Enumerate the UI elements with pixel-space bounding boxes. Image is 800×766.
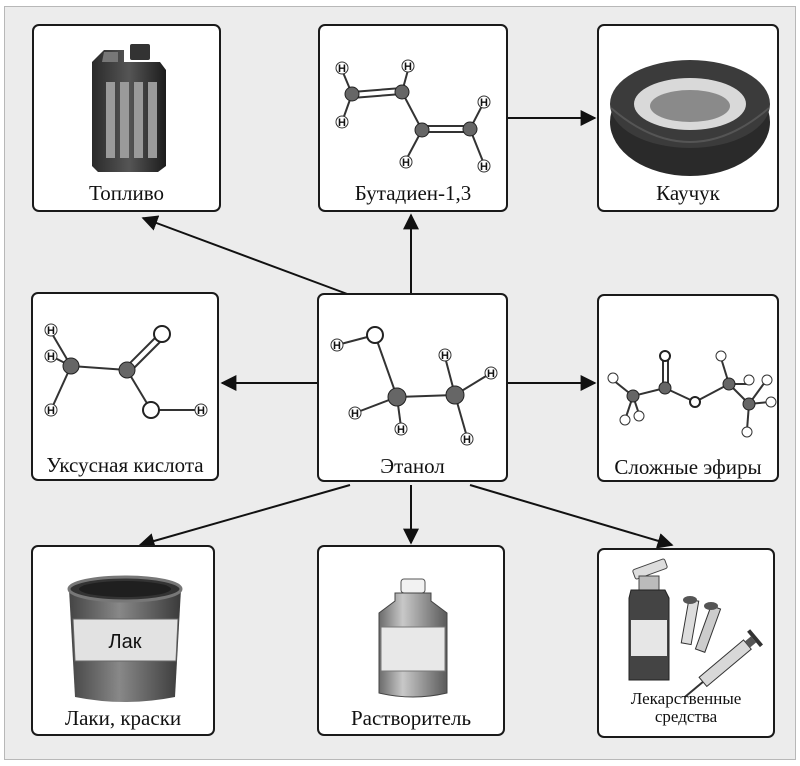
node-rubber: Каучук [597, 24, 779, 212]
ethanol-molecule-icon: H H H H H H [330, 326, 498, 446]
acetic-acid-label: Уксусная кислота [46, 453, 204, 477]
svg-text:H: H [397, 424, 405, 436]
node-acetic-acid: H H H H Уксусная кислота [31, 292, 219, 481]
node-butadiene: H H H H H H Бутадиен-1,3 [318, 24, 508, 212]
fuel-canister-icon [92, 44, 166, 172]
svg-text:H: H [47, 405, 55, 417]
svg-text:H: H [197, 405, 205, 417]
svg-text:H: H [402, 157, 410, 169]
svg-text:H: H [47, 351, 55, 363]
acetic-acid-molecule-icon: H H H H [44, 323, 208, 419]
svg-text:H: H [333, 340, 341, 352]
butadiene-molecule-icon: H H H H H H [335, 59, 491, 173]
node-solvent: Растворитель [317, 545, 505, 736]
svg-text:H: H [480, 97, 488, 109]
svg-text:H: H [441, 350, 449, 362]
varnish-can-label: Лак [109, 631, 142, 653]
medicines-label-line2: средства [654, 707, 718, 726]
ethanol-label: Этанол [380, 454, 445, 478]
svg-text:H: H [480, 161, 488, 173]
rubber-label: Каучук [656, 181, 720, 205]
arrow-ethanol-fuel [141, 215, 351, 296]
svg-text:H: H [338, 63, 346, 75]
butadiene-label: Бутадиен-1,3 [354, 181, 472, 205]
arrow-ethanol-medicines [469, 484, 674, 549]
medicine-kit-icon [628, 558, 764, 699]
tire-icon [610, 60, 770, 176]
node-esters: Сложные эфиры [597, 294, 779, 482]
ester-molecule-icon [607, 350, 777, 438]
svg-text:H: H [338, 117, 346, 129]
fuel-label: Топливо [89, 181, 164, 205]
solvent-label: Растворитель [350, 706, 472, 730]
node-ethanol: H H H H H H Этанол [317, 293, 508, 482]
varnish-label: Лаки, краски [64, 706, 182, 730]
node-medicines: Лекарственные средства [597, 548, 775, 738]
medicines-label-line1: Лекарственные [630, 689, 742, 708]
esters-label: Сложные эфиры [614, 455, 762, 479]
arrow-ethanol-varnish [138, 484, 351, 549]
svg-text:H: H [404, 61, 412, 73]
svg-text:H: H [351, 408, 359, 420]
svg-text:H: H [47, 325, 55, 337]
varnish-can-icon: Лак [67, 575, 183, 702]
svg-text:H: H [463, 434, 471, 446]
svg-text:H: H [487, 368, 495, 380]
node-fuel: Топливо [32, 24, 221, 212]
solvent-bottle-icon [378, 578, 448, 698]
node-varnish: Лак Лаки, краски [31, 545, 215, 736]
